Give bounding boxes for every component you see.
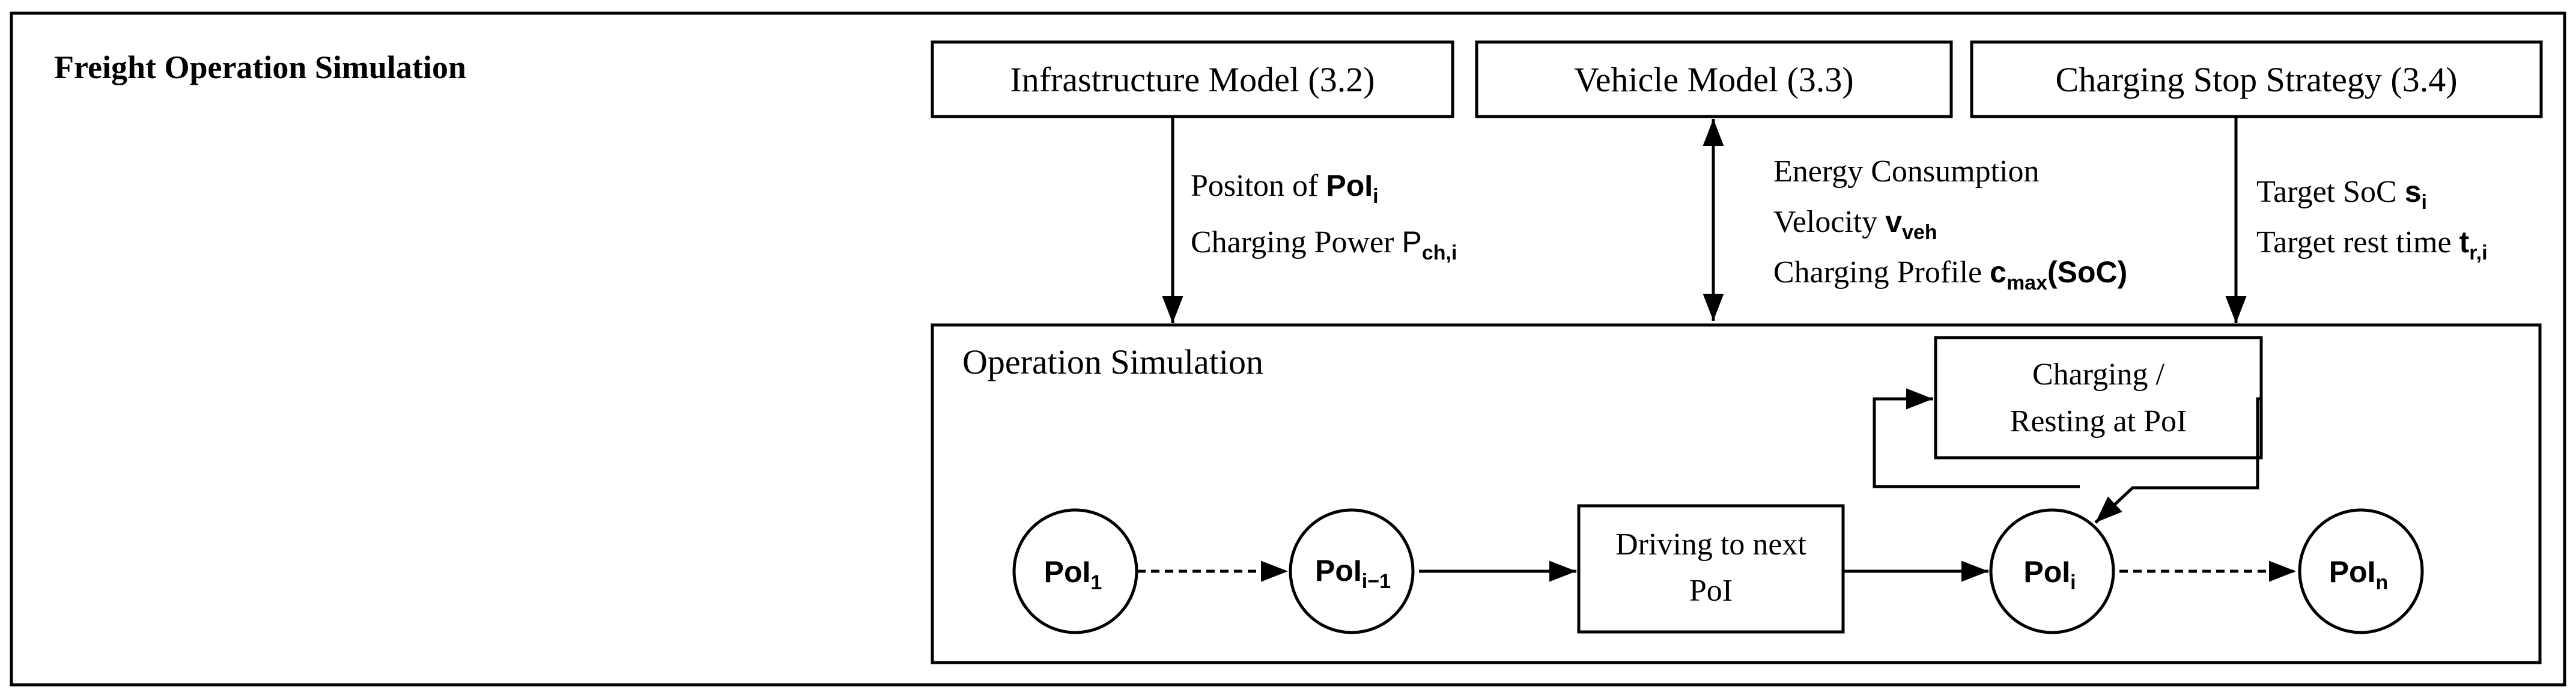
charging-resting-label-line1: Charging / bbox=[2032, 357, 2165, 392]
infrastructure-output-charging-power: Charging Power Pch,i bbox=[1191, 225, 1457, 264]
loop-from-charging-arrow bbox=[2094, 397, 2261, 524]
vehicle-model-box: Vehicle Model (3.3) bbox=[1475, 40, 1953, 118]
driving-label-line2: PoI bbox=[1689, 574, 1733, 608]
charging-stop-strategy-box: Charging Stop Strategy (3.4) bbox=[1970, 40, 2543, 118]
driving-label-line1: Driving to next bbox=[1615, 527, 1806, 562]
outer-frame bbox=[10, 11, 2566, 687]
poi-node-i: PoIi bbox=[1989, 508, 2115, 634]
driving-box bbox=[1577, 504, 1845, 634]
svg-text:PoIi−1: PoIi−1 bbox=[1315, 554, 1391, 593]
infrastructure-model-box: Infrastructure Model (3.2) bbox=[931, 40, 1454, 118]
vehicle-output-charging-profile: Charging Profile cmax(SoC) bbox=[1773, 255, 2127, 294]
section-title: Freight Operation Simulation bbox=[54, 49, 466, 85]
operation-simulation-title: Operation Simulation bbox=[962, 342, 1263, 381]
strategy-output-target-rest-time: Target rest time tr,i bbox=[2256, 225, 2488, 264]
vehicle-model-label: Vehicle Model (3.3) bbox=[1574, 60, 1853, 99]
poi-node-n: PoIn bbox=[2298, 508, 2424, 634]
loop-to-charging-arrow bbox=[1873, 388, 2080, 488]
strategy-output-target-soc: Target SoC si bbox=[2256, 175, 2427, 214]
svg-text:PoIi: PoIi bbox=[2023, 555, 2076, 594]
svg-text:PoIn: PoIn bbox=[2329, 555, 2389, 594]
poi-node-1: PoI1 bbox=[1012, 508, 1138, 634]
vehicle-output-velocity: Velocity vveh bbox=[1773, 205, 1937, 244]
vehicle-output-energy-consumption: Energy Consumption bbox=[1773, 154, 2039, 189]
charging-resting-box bbox=[1934, 336, 2263, 460]
poi-node-i-minus-1: PoIi−1 bbox=[1289, 508, 1415, 634]
infrastructure-output-position: Positon of PoIi bbox=[1191, 169, 1379, 208]
svg-text:PoI1: PoI1 bbox=[1044, 555, 1102, 594]
charging-stop-strategy-label: Charging Stop Strategy (3.4) bbox=[2055, 60, 2457, 99]
infrastructure-model-label: Infrastructure Model (3.2) bbox=[1010, 60, 1375, 99]
charging-resting-label-line2: Resting at PoI bbox=[2010, 404, 2187, 439]
